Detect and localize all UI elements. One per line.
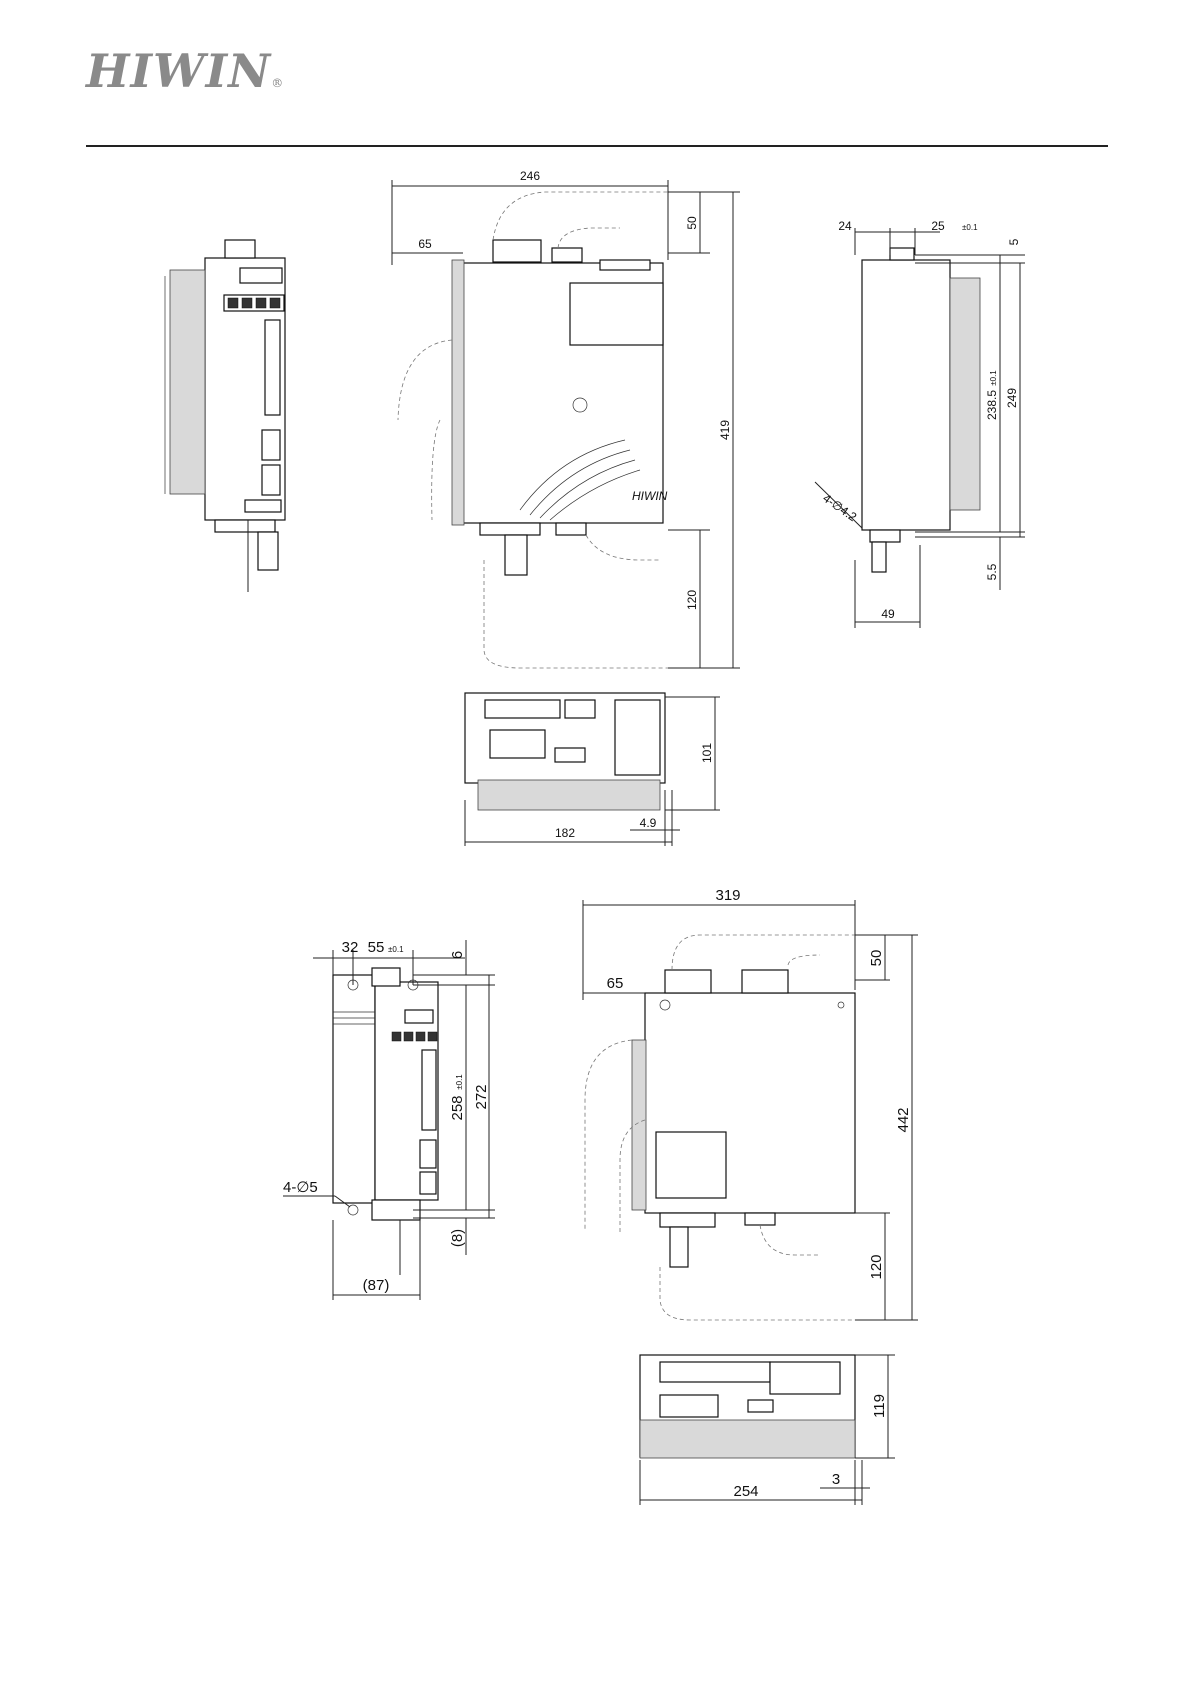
dim-bottom-182: 182 xyxy=(555,826,575,840)
dim-bot-119: 119 xyxy=(871,1394,888,1418)
dim-right-24: 24 xyxy=(838,219,852,233)
dim-side-442: 442 xyxy=(895,1107,912,1132)
dim-front-55: 55 xyxy=(368,939,385,956)
dim-front-258-tol: ±0.1 xyxy=(455,1074,464,1090)
dim-front-hole: 4-∅5 xyxy=(283,1179,318,1196)
dim-bot-3: 3 xyxy=(832,1471,840,1488)
dim-right-25: 25 xyxy=(931,219,945,233)
bottom-bottom-view: 119 3 254 xyxy=(640,1355,895,1505)
dim-front-87: (87) xyxy=(363,1277,390,1294)
dim-bottom-4-9: 4.9 xyxy=(640,816,657,830)
dim-front-55-tol: ±0.1 xyxy=(388,945,404,954)
bottom-front-view: 32 55 ±0.1 6 258 ±0.1 272 4-∅5 (8) (87) xyxy=(283,939,495,1300)
dim-right-238-5-tol: ±0.1 xyxy=(989,370,998,386)
dim-top-419: 419 xyxy=(718,420,732,440)
dim-bot-254: 254 xyxy=(733,1483,758,1500)
top-right-view: 24 25 ±0.1 5 238.5 ±0.1 249 4-∅4.2 5.5 4… xyxy=(815,219,1025,628)
bottom-side-view: 319 65 50 442 120 xyxy=(583,887,918,1320)
dim-side-120: 120 xyxy=(868,1254,885,1279)
dim-side-319: 319 xyxy=(715,887,740,904)
dim-front-32: 32 xyxy=(342,939,359,956)
dim-top-50: 50 xyxy=(685,216,699,230)
dim-bottom-101: 101 xyxy=(700,743,714,763)
dim-right-249: 249 xyxy=(1005,388,1019,408)
dim-side-50: 50 xyxy=(868,950,885,967)
dim-right-hole: 4-∅4.2 xyxy=(820,491,859,524)
dim-front-6: 6 xyxy=(449,951,466,959)
dim-top-120: 120 xyxy=(685,590,699,610)
dim-right-25-tol: ±0.1 xyxy=(962,223,978,232)
dim-front-258: 258 xyxy=(449,1095,466,1120)
dim-right-238-5: 238.5 xyxy=(985,390,999,420)
dim-front-8: (8) xyxy=(449,1229,466,1247)
dim-right-5-5: 5.5 xyxy=(985,563,999,580)
dim-right-49: 49 xyxy=(881,607,895,621)
dim-side-65: 65 xyxy=(607,975,624,992)
case-logo: HIWIN xyxy=(632,489,668,503)
dim-top-246: 246 xyxy=(520,169,540,183)
dim-top-65: 65 xyxy=(418,237,432,251)
top-bottom-view: 101 182 4.9 xyxy=(465,693,720,846)
top-side-view: HIWIN 246 65 50 419 120 xyxy=(392,169,740,668)
top-front-view xyxy=(165,240,285,592)
dim-front-272: 272 xyxy=(473,1084,490,1109)
dim-right-5: 5 xyxy=(1007,238,1021,245)
